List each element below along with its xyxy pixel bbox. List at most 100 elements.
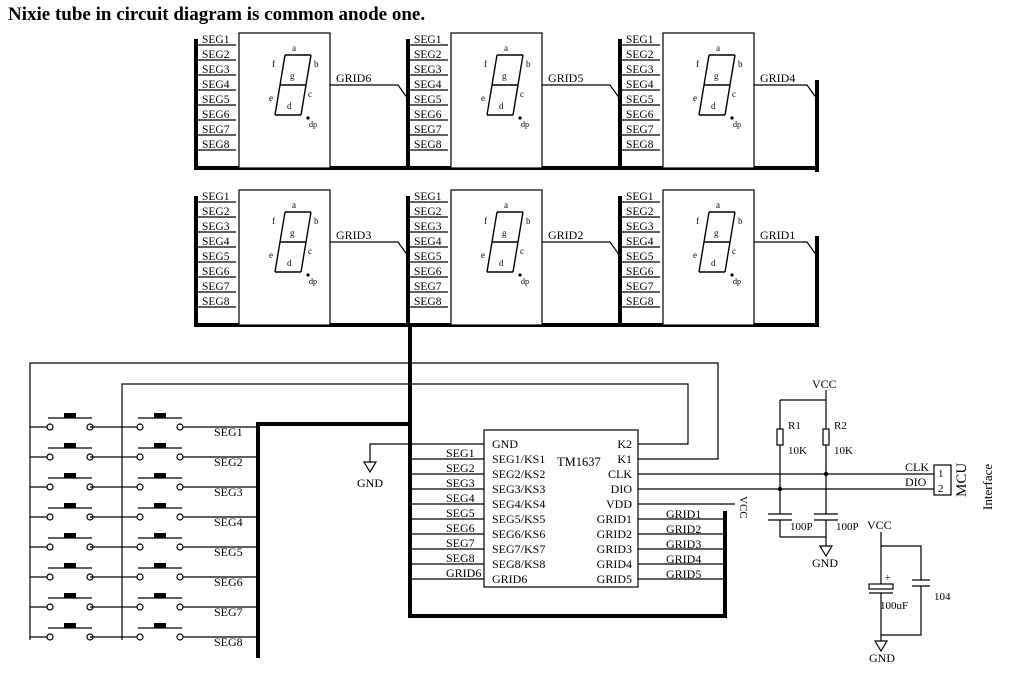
segment-label-d: d bbox=[711, 101, 716, 111]
segment-label-d: d bbox=[499, 258, 504, 268]
segment-label-b: b bbox=[738, 216, 743, 226]
switch-contact bbox=[136, 543, 144, 551]
gnd-label: GND bbox=[357, 476, 383, 490]
chip-right-net-label: GRID3 bbox=[666, 537, 701, 551]
resistor-value-label: 10K bbox=[788, 445, 807, 457]
resistor-value-label: 10K bbox=[834, 445, 853, 457]
switch-contact bbox=[46, 423, 54, 431]
key-seg-label: SEG8 bbox=[214, 635, 243, 649]
key-switch bbox=[122, 443, 184, 461]
segment bbox=[486, 84, 493, 116]
chip-right-pin-label: GRID1 bbox=[597, 512, 632, 526]
segment-label-g: g bbox=[714, 228, 719, 238]
interface-label: Interface bbox=[980, 464, 995, 510]
segment-label-b: b bbox=[738, 59, 743, 69]
segment bbox=[703, 54, 710, 86]
segment-label-g: g bbox=[290, 228, 295, 238]
seg-pin-label: SEG7 bbox=[626, 281, 654, 293]
chip-left-net-label: SEG4 bbox=[446, 491, 475, 505]
digit-module-box bbox=[662, 32, 755, 169]
switch-button bbox=[64, 443, 76, 448]
segment-label-dp: dp bbox=[521, 120, 529, 129]
segment bbox=[724, 84, 731, 116]
key-switch bbox=[30, 563, 94, 581]
seven-segment-digit bbox=[274, 211, 312, 273]
grid-wire bbox=[542, 84, 621, 100]
wire bbox=[880, 586, 922, 636]
seg-pin-label: SEG8 bbox=[414, 296, 442, 308]
decimal-point bbox=[730, 273, 734, 277]
chip-right-pin-label: GRID4 bbox=[597, 557, 632, 571]
seg-pin-label: SEG5 bbox=[202, 94, 230, 106]
segment-label-f: f bbox=[484, 59, 487, 69]
k2-wire bbox=[121, 383, 689, 640]
switch-button bbox=[64, 563, 76, 568]
seg-pin-label: SEG6 bbox=[414, 266, 442, 278]
seven-segment-digit bbox=[486, 211, 524, 273]
chip-right-net-label: GRID2 bbox=[666, 522, 701, 536]
polarity-mark: + bbox=[885, 573, 891, 584]
switch-contact bbox=[136, 483, 144, 491]
switch-contact bbox=[136, 423, 144, 431]
k1-wire bbox=[29, 362, 719, 640]
segment-label-d: d bbox=[711, 258, 716, 268]
chip-left-net-label: SEG1 bbox=[446, 446, 475, 460]
gnd-wire bbox=[369, 443, 484, 462]
chip-name-label: TM1637 bbox=[557, 455, 601, 469]
key-switch bbox=[30, 623, 94, 641]
segment-label-f: f bbox=[484, 216, 487, 226]
seg-pin-label: SEG8 bbox=[626, 296, 654, 308]
seg-pin-label: SEG2 bbox=[414, 206, 442, 218]
decimal-point bbox=[518, 273, 522, 277]
segment bbox=[279, 211, 286, 243]
seg-pin-label: SEG6 bbox=[626, 109, 654, 121]
segment-label-f: f bbox=[272, 216, 275, 226]
seg-pin-label: SEG3 bbox=[414, 64, 442, 76]
segment bbox=[698, 241, 705, 273]
segment-label-b: b bbox=[526, 216, 531, 226]
segment-label-c: c bbox=[732, 89, 736, 99]
seg-pin-label: SEG4 bbox=[414, 236, 442, 248]
segment bbox=[491, 211, 498, 243]
seg-pin-label: SEG1 bbox=[202, 191, 230, 203]
decimal-point bbox=[518, 116, 522, 120]
segment-label-d: d bbox=[499, 101, 504, 111]
switch-button bbox=[154, 593, 166, 598]
chip-left-pin-label: GRID6 bbox=[492, 572, 527, 586]
grid-label: GRID3 bbox=[336, 228, 371, 242]
chip-right-net-label: GRID5 bbox=[666, 567, 701, 581]
segment-label-e: e bbox=[481, 93, 485, 103]
seg-pin-label: SEG5 bbox=[626, 251, 654, 263]
segment bbox=[300, 241, 307, 273]
grid-wire bbox=[542, 241, 621, 257]
switch-button bbox=[154, 503, 166, 508]
switch-button bbox=[154, 413, 166, 418]
gnd-label: GND bbox=[812, 556, 838, 570]
chip-left-pin-label: SEG6/KS6 bbox=[492, 527, 545, 541]
switch-contact bbox=[176, 513, 184, 521]
chip-left-net-label: SEG2 bbox=[446, 461, 475, 475]
grid-wire bbox=[754, 84, 818, 100]
key-switch bbox=[30, 473, 94, 491]
switch-button bbox=[64, 503, 76, 508]
key-seg-label: SEG7 bbox=[214, 605, 243, 619]
chip-right-pin-label: K1 bbox=[617, 452, 632, 466]
chip-left-pin-label: SEG2/KS2 bbox=[492, 467, 545, 481]
segment bbox=[703, 211, 710, 243]
vcc-label: VCC bbox=[867, 518, 892, 532]
seg-pin-label: SEG5 bbox=[414, 94, 442, 106]
resistor-name-label: R2 bbox=[834, 420, 847, 432]
grid-label: GRID5 bbox=[548, 71, 583, 85]
seg-pin-label: SEG7 bbox=[202, 124, 230, 136]
chip-left-net-label: GRID6 bbox=[446, 566, 481, 580]
key-switch bbox=[122, 563, 184, 581]
seg-pin-label: SEG5 bbox=[414, 251, 442, 263]
seg-pin-label: SEG1 bbox=[202, 34, 230, 46]
ground-symbol bbox=[818, 545, 834, 558]
switch-button bbox=[64, 413, 76, 418]
segment bbox=[724, 241, 731, 273]
switch-contact bbox=[176, 633, 184, 641]
segment-label-c: c bbox=[520, 89, 524, 99]
switch-contact bbox=[176, 603, 184, 611]
seg-pin-label: SEG1 bbox=[626, 34, 654, 46]
